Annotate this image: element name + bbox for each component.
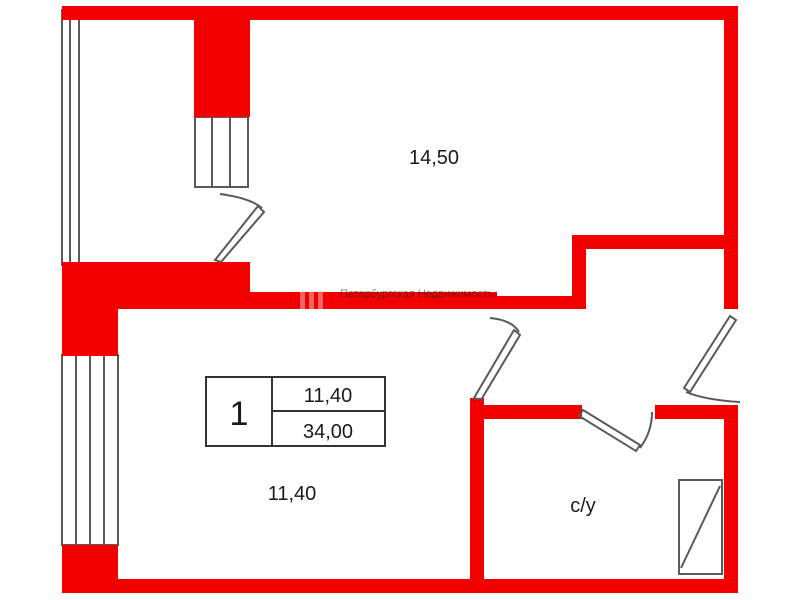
wall-bottom bbox=[62, 579, 738, 593]
summary-box bbox=[205, 376, 386, 447]
wall-bath-top-left bbox=[470, 405, 582, 419]
watermark-text: Петербургская Недвижимость bbox=[340, 288, 494, 300]
watermark-logo bbox=[300, 291, 305, 309]
wall-bath-right bbox=[724, 405, 738, 593]
rooms-count: 1 bbox=[230, 395, 249, 433]
wall-middle bbox=[62, 292, 497, 309]
wall-middle-right bbox=[497, 296, 586, 309]
window-top bbox=[194, 116, 249, 188]
door-bathroom bbox=[577, 408, 653, 453]
bathroom-ventilation-shaft bbox=[678, 479, 723, 575]
wall-step-vertical bbox=[572, 235, 586, 309]
wall-bath-top-right bbox=[655, 405, 738, 419]
wall-top bbox=[62, 6, 738, 20]
wall-right-upper bbox=[724, 6, 738, 243]
room-top-area: 14,50 bbox=[409, 147, 459, 169]
door-bottom-room bbox=[472, 317, 522, 402]
room-bottom-area: 11,40 bbox=[268, 483, 317, 505]
door-entrance bbox=[682, 314, 741, 403]
living-area: 11,40 bbox=[304, 385, 353, 407]
wall-step-horizontal bbox=[572, 235, 738, 249]
bathroom-label: с/у bbox=[570, 495, 596, 517]
wall-right-segment bbox=[724, 243, 738, 309]
door-top-room bbox=[213, 193, 266, 264]
wall-bath-left bbox=[470, 398, 484, 593]
doors bbox=[213, 193, 741, 453]
total-area: 34,00 bbox=[303, 421, 353, 443]
walls bbox=[62, 6, 738, 593]
watermark: Петербургская Недвижимость bbox=[300, 288, 494, 309]
wall-column-top bbox=[194, 6, 250, 117]
